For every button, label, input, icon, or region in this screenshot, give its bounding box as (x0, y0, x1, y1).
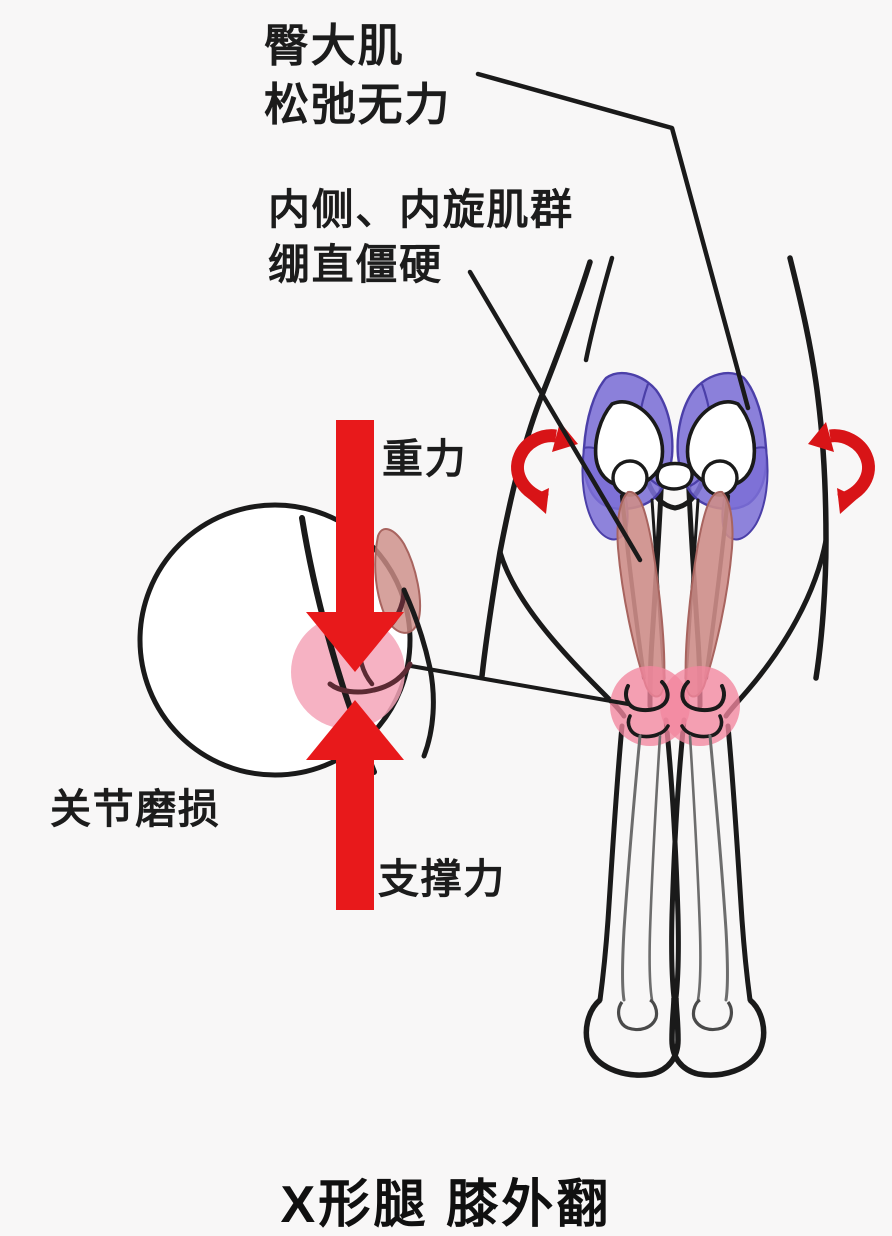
right-leg-outer-contour (723, 537, 829, 719)
label-gluteus-line1: 臀大肌 (264, 20, 405, 71)
label-adductor-line1: 内侧、内旋肌群 (268, 186, 574, 233)
label-joint-wear: 关节磨损 (50, 786, 221, 832)
right-tibia-shaft (708, 734, 729, 1002)
left-knee-joint-bone (624, 680, 670, 713)
label-adductor-group: 内侧、内旋肌群 绷直僵硬 (268, 182, 574, 293)
rotation-arrow-right-icon (808, 422, 875, 514)
right-foot-outline (669, 997, 767, 1078)
right-shank-inner-contour (669, 717, 687, 1001)
right-knee-joint-bone (680, 680, 726, 713)
left-femoral-head (611, 459, 649, 497)
left-foot-outline (583, 997, 681, 1078)
label-adductor-line2: 绷直僵硬 (268, 241, 443, 289)
pubic-symphysis-bridge (655, 461, 694, 491)
left-fibula-shaft (648, 734, 662, 1002)
gravity-down-arrow-icon (306, 420, 404, 672)
label-gluteus-maximus: 臀大肌 松弛无力 (264, 16, 451, 135)
left-waist-curve (583, 255, 615, 363)
right-hip-outline (787, 255, 829, 681)
force-arrows (306, 420, 404, 910)
right-shank-outer-contour (725, 723, 753, 1003)
right-fibula-shaft (688, 734, 702, 1002)
label-gravity: 重力 (382, 436, 468, 482)
left-shank-outer-contour (597, 723, 625, 1003)
right-femoral-head (701, 459, 739, 497)
left-ankle-joint (617, 998, 659, 1032)
adductor-muscle-group (616, 490, 734, 698)
magnified-lower-leg-outline (401, 587, 436, 759)
right-ankle-joint (691, 998, 733, 1032)
left-shank-inner-contour (663, 717, 681, 1001)
support-up-arrow-icon (306, 700, 404, 910)
magnified-tibia-plateau-detail (327, 661, 413, 695)
gluteus-leader-line (475, 71, 751, 411)
diagram-caption: X形腿 膝外翻 (280, 1176, 612, 1234)
label-support-force: 支撑力 (378, 856, 506, 902)
adductor-leader-line (467, 269, 643, 563)
left-tibia-shaft (621, 734, 642, 1002)
label-gluteus-line2: 松弛无力 (264, 79, 452, 131)
right-knee-highlight (660, 666, 740, 746)
label-leader-lines (467, 71, 751, 563)
knee-and-lower-leg-bones (617, 680, 733, 1032)
